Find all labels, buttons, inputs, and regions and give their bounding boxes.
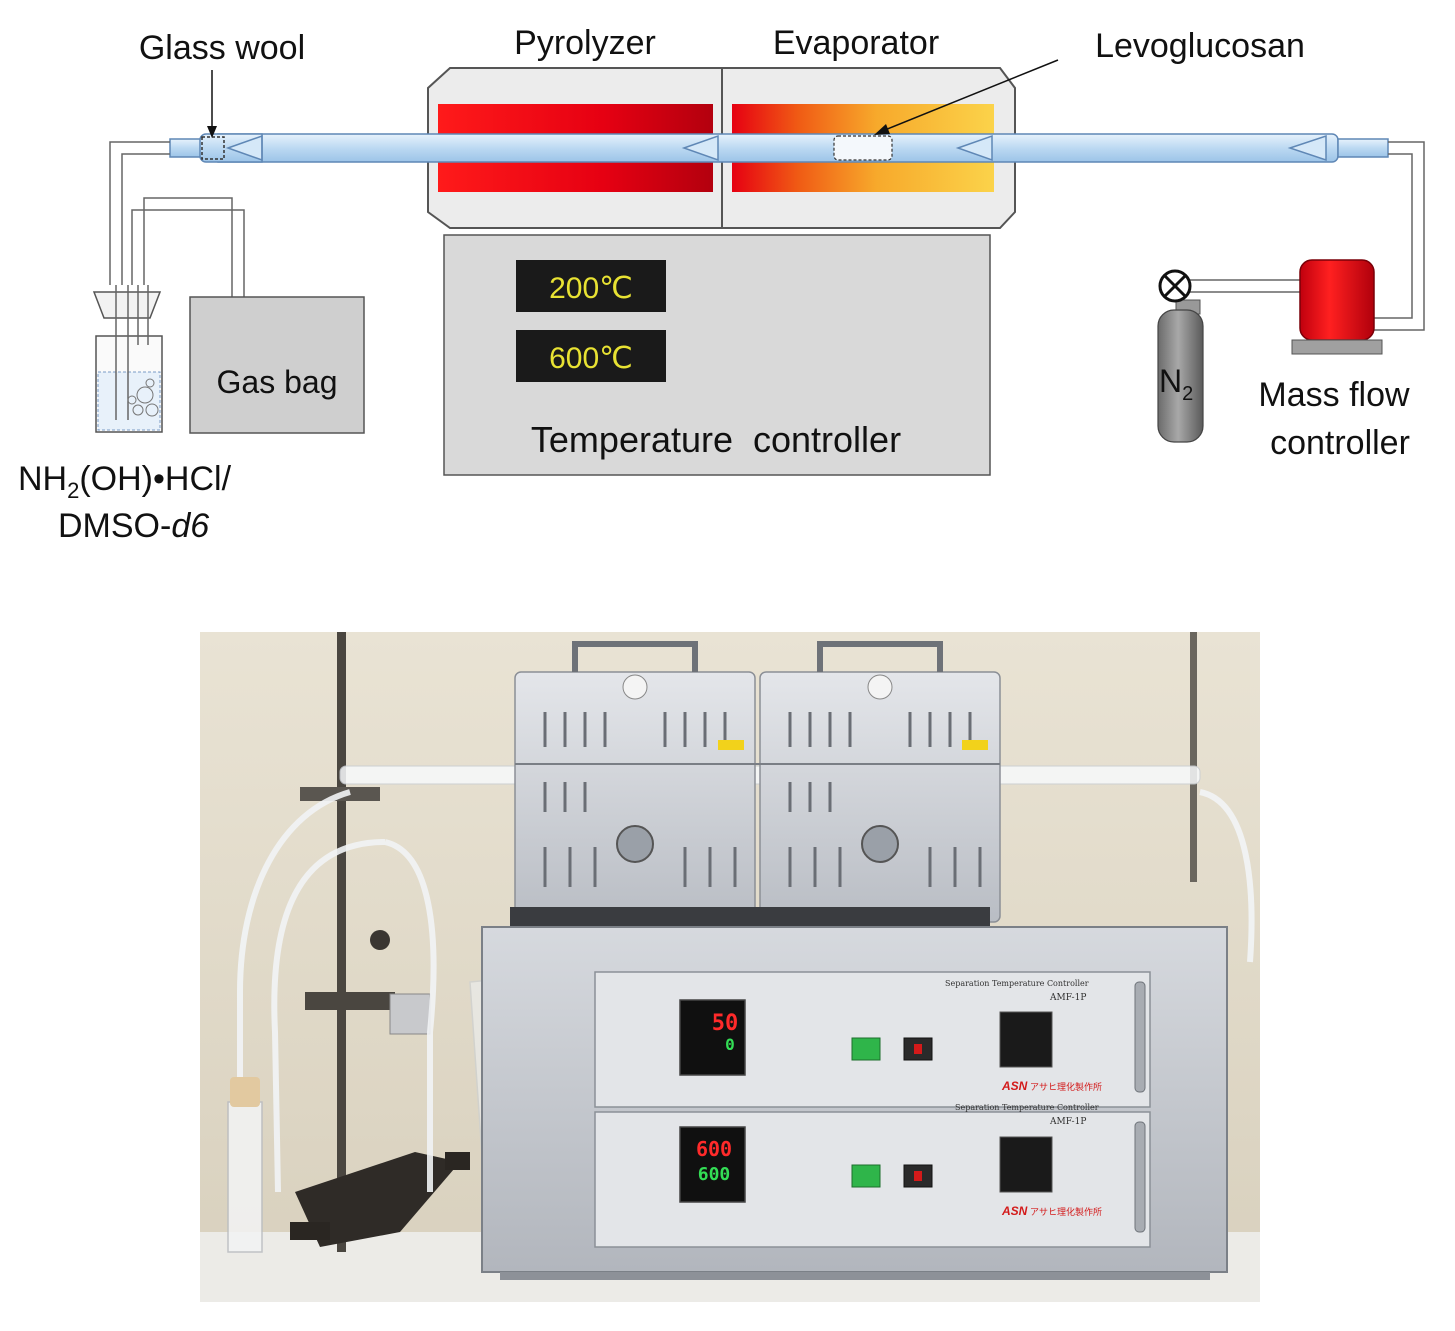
- photo-upper-sv: 0: [725, 1035, 735, 1054]
- glass-wool-label: Glass wool: [139, 29, 305, 67]
- photo-lower-display: [679, 1126, 746, 1203]
- outlet-tubing: [109, 141, 245, 297]
- lab-stand: [290, 632, 1197, 1252]
- trap-solution-label-1: NH2(OH)•HCl/: [18, 460, 232, 503]
- evaporator-display: [516, 260, 666, 312]
- n2-cylinder: [1157, 299, 1204, 443]
- photo-upper-timer: [999, 1011, 1053, 1068]
- photo-lower-green-button: [851, 1164, 881, 1188]
- photo-panel-title-1: Separation Temperature Controller: [945, 979, 1089, 988]
- photo-model-2: AMF-1P: [1049, 1117, 1086, 1127]
- levoglucosan-label: Levoglucosan: [1095, 27, 1305, 65]
- trap-bottle: [92, 285, 163, 433]
- photo-trap-bottle: [227, 1077, 263, 1253]
- evaporator-temp-readout: 200℃: [549, 272, 633, 305]
- levoglucosan-sample: [833, 135, 893, 161]
- mass-flow-label-2: controller: [1270, 424, 1410, 462]
- trap-solution-label-2: DMSO-d6: [58, 507, 209, 545]
- photo-brand-1: ASN: [1001, 1079, 1028, 1093]
- photo-upper-green-button: [851, 1037, 881, 1061]
- photo-upper-pv: 50: [712, 1011, 739, 1036]
- reactor-tube: [169, 133, 1389, 163]
- photo-brand-jp-1: アサヒ理化製作所: [1030, 1081, 1102, 1093]
- temperature-controller-label: Temperature controller: [531, 419, 901, 460]
- gas-bag-label: Gas bag: [217, 364, 338, 400]
- evaporator-label: Evaporator: [773, 24, 939, 62]
- photo-model-1: AMF-1P: [1049, 993, 1086, 1003]
- pyrolyzer-display: [516, 330, 666, 382]
- photo-base-rail: [510, 907, 990, 927]
- evaporator-heater-top: [732, 104, 994, 136]
- pyrolyzer-temp-readout: 600℃: [549, 342, 633, 375]
- apparatus-photo: Separation Temperature Controller AMF-1P…: [200, 632, 1260, 1302]
- inlet-tubing: [1188, 141, 1425, 331]
- photo-lower-pv: 600: [696, 1137, 732, 1161]
- mass-flow-label-1: Mass flow: [1258, 376, 1410, 414]
- n2-label: N2: [1159, 363, 1193, 405]
- gas-bag: [189, 296, 365, 434]
- levoglucosan-pointer: [879, 59, 1059, 133]
- photo-panel-title-2: Separation Temperature Controller: [955, 1103, 1099, 1112]
- photo-upper-display: [679, 999, 746, 1076]
- valve-icon: [1158, 269, 1192, 303]
- photo-cabinet-feet: [500, 1272, 1210, 1280]
- mass-flow-controller: [1291, 259, 1383, 355]
- photo-controller-cabinet: [481, 926, 1228, 1273]
- glass-wool-arrowhead: [207, 126, 217, 138]
- evaporator-heater-bottom: [732, 160, 994, 192]
- photo-tubing: [237, 789, 1255, 1193]
- apparatus-schematic: Gas bag 200℃ 600℃ Temperature controller…: [18, 24, 1425, 545]
- levoglucosan-arrowhead: [874, 124, 890, 135]
- pyrolyzer-heater-bottom: [438, 160, 713, 192]
- pyrolyzer-heater-top: [438, 104, 713, 136]
- photo-brand-2: ASN: [1001, 1204, 1028, 1218]
- photo-furnaces: [514, 641, 1001, 923]
- glass-wool-plug: [201, 136, 225, 160]
- photo-lower-timer: [999, 1136, 1053, 1193]
- photo-lower-sv: 600: [698, 1164, 731, 1185]
- pyrolyzer-label: Pyrolyzer: [514, 24, 656, 62]
- photo-brand-jp-2: アサヒ理化製作所: [1030, 1206, 1102, 1218]
